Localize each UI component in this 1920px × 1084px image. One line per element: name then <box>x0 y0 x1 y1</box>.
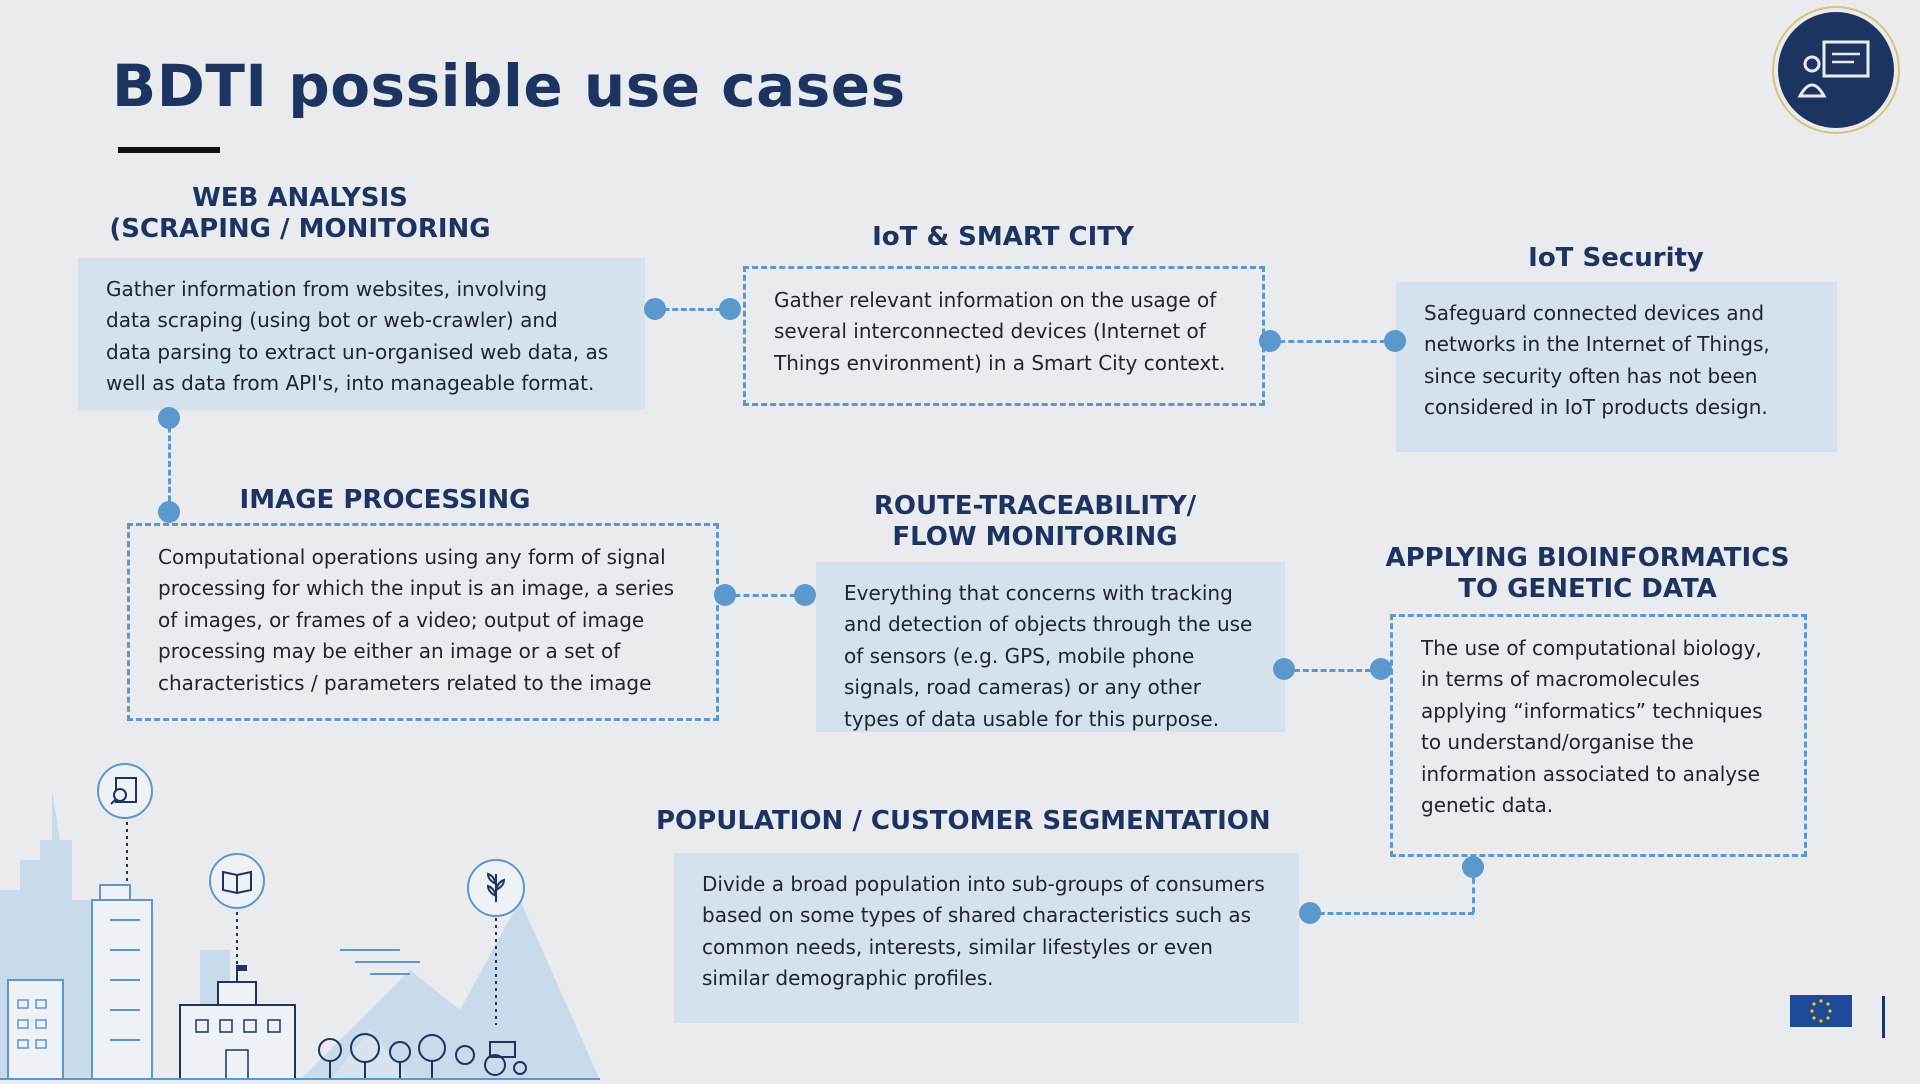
connector-dot <box>1384 330 1406 352</box>
open-book-icon <box>208 852 266 910</box>
connector-dot <box>714 584 736 606</box>
connector-line <box>655 308 730 311</box>
route-traceability-heading: ROUTE-TRACEABILITY/ FLOW MONITORING <box>873 491 1197 552</box>
city-skyline-illustration <box>0 750 600 1081</box>
bioinformatics-box: The use of computational biology, in ter… <box>1390 614 1807 857</box>
route-traceability-box: Everything that concerns with tracking a… <box>816 562 1285 732</box>
connector-dot <box>1299 902 1321 924</box>
web-analysis-box: Gather information from websites, involv… <box>78 258 645 410</box>
connector-dot <box>158 407 180 429</box>
connector-line <box>725 594 805 597</box>
connector-line <box>1285 669 1380 672</box>
iot-security-heading: IoT Security <box>1528 243 1704 273</box>
search-document-icon <box>96 762 154 820</box>
connector-dot <box>719 298 741 320</box>
connector-dot <box>1273 658 1295 680</box>
connector-dot <box>158 501 180 523</box>
european-commission-logo <box>1790 995 1852 1027</box>
connector-line <box>1310 912 1474 915</box>
iot-smart-city-box: Gather relevant information on the usage… <box>743 266 1265 406</box>
image-processing-box: Computational operations using any form … <box>127 523 719 721</box>
title-underline <box>118 147 220 153</box>
connector-line <box>1270 340 1395 343</box>
plant-icon <box>466 858 526 918</box>
connector-dot <box>1259 330 1281 352</box>
image-processing-heading: IMAGE PROCESSING <box>239 485 531 515</box>
connector-dot <box>794 584 816 606</box>
presentation-board-icon <box>1778 12 1894 128</box>
population-heading: POPULATION / CUSTOMER SEGMENTATION <box>656 806 1271 836</box>
iot-smart-city-heading: IoT & SMART CITY <box>872 222 1134 252</box>
iot-security-box: Safeguard connected devices and networks… <box>1396 282 1837 452</box>
connector-dot <box>644 298 666 320</box>
connector-line <box>168 418 171 510</box>
logo-divider <box>1882 996 1885 1038</box>
population-box: Divide a broad population into sub-group… <box>674 853 1299 1023</box>
connector-dot <box>1462 856 1484 878</box>
bioinformatics-heading: APPLYING BIOINFORMATICS TO GENETIC DATA <box>1385 543 1790 604</box>
page-title: BDTI possible use cases <box>112 52 906 120</box>
connector-dot <box>1370 658 1392 680</box>
web-analysis-heading: WEB ANALYSIS (SCRAPING / MONITORING <box>109 183 491 244</box>
connector-line <box>1472 868 1475 913</box>
